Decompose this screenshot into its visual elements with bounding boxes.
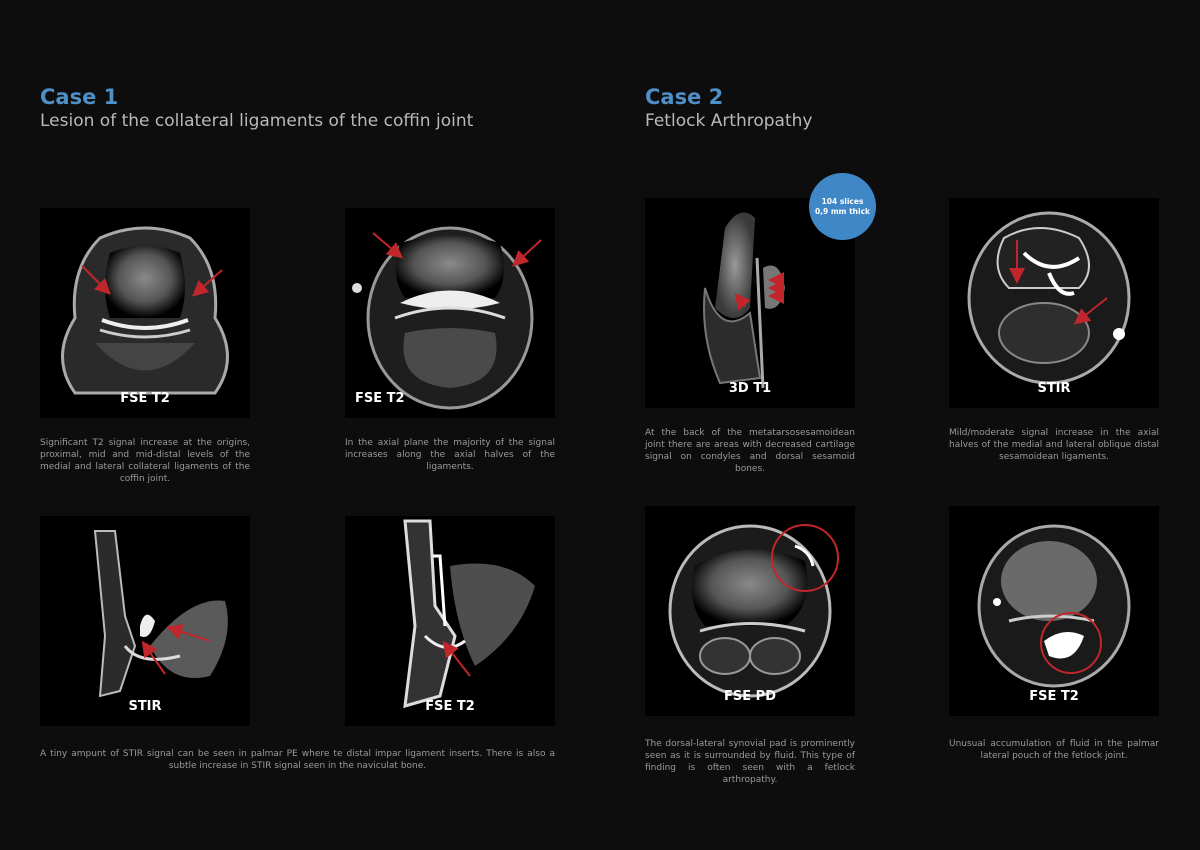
sequence-label: FSE T2 [355,391,405,406]
red-arrow-icon [192,269,223,297]
sequence-label: STIR [1037,381,1071,396]
red-circle-icon [1040,612,1102,674]
sequence-label: 3D T1 [728,381,772,396]
slices-badge: 104 slices 0,9 mm thick [809,173,876,240]
badge-line: 0,9 mm thick [814,206,871,216]
case1-label: Case 1 [40,85,119,109]
badge-line: 104 slices [821,196,864,206]
caption: Significant T2 signal increase at the or… [40,438,250,484]
case2-label: Case 2 [645,85,724,109]
caption: A tiny ampunt of STIR signal can be seen… [40,749,555,771]
mri-image-case1-coronal: FSE T2 [40,208,250,418]
red-arrow-icon [166,624,211,642]
case2-subtitle: Fetlock Arthropathy [645,111,813,131]
caption: Mild/moderate signal increase in the axi… [949,428,1159,462]
red-arrow-icon [734,292,751,311]
caption: At the back of the metatarsosesamoidean … [645,428,855,474]
mri-image-case2-3d-t1: 3D T1 [645,198,855,408]
mri-image-case2-fse-pd: FSE PD [645,506,855,716]
red-arrow-icon [1073,297,1108,325]
mri-image-case2-stir: STIR [949,198,1159,408]
sequence-label: FSE T2 [425,699,475,714]
caption: The dorsal-lateral synovial pad is promi… [645,739,855,785]
mri-image-case1-axial: FSE T2 [345,208,555,418]
caption: Unusual accumulation of fluid in the pal… [949,739,1159,761]
red-arrow-icon [442,640,471,677]
sequence-label: FSE PD [724,689,776,704]
sequence-label: FSE T2 [1029,689,1079,704]
red-arrow-icon [81,265,111,295]
mri-image-case2-fse-t2: FSE T2 [949,506,1159,716]
mri-image-case1-sagittal-stir: STIR [40,516,250,726]
red-arrow-icon [512,239,542,267]
case1-subtitle: Lesion of the collateral ligaments of th… [40,111,474,131]
caption: In the axial plane the majority of the s… [345,438,555,472]
mri-image-case1-sagittal-t2: FSE T2 [345,516,555,726]
sequence-label: STIR [128,699,162,714]
red-arrow-icon [372,232,404,259]
red-arrow-icon [141,640,166,675]
sequence-label: FSE T2 [120,391,170,406]
red-circle-icon [771,524,839,592]
